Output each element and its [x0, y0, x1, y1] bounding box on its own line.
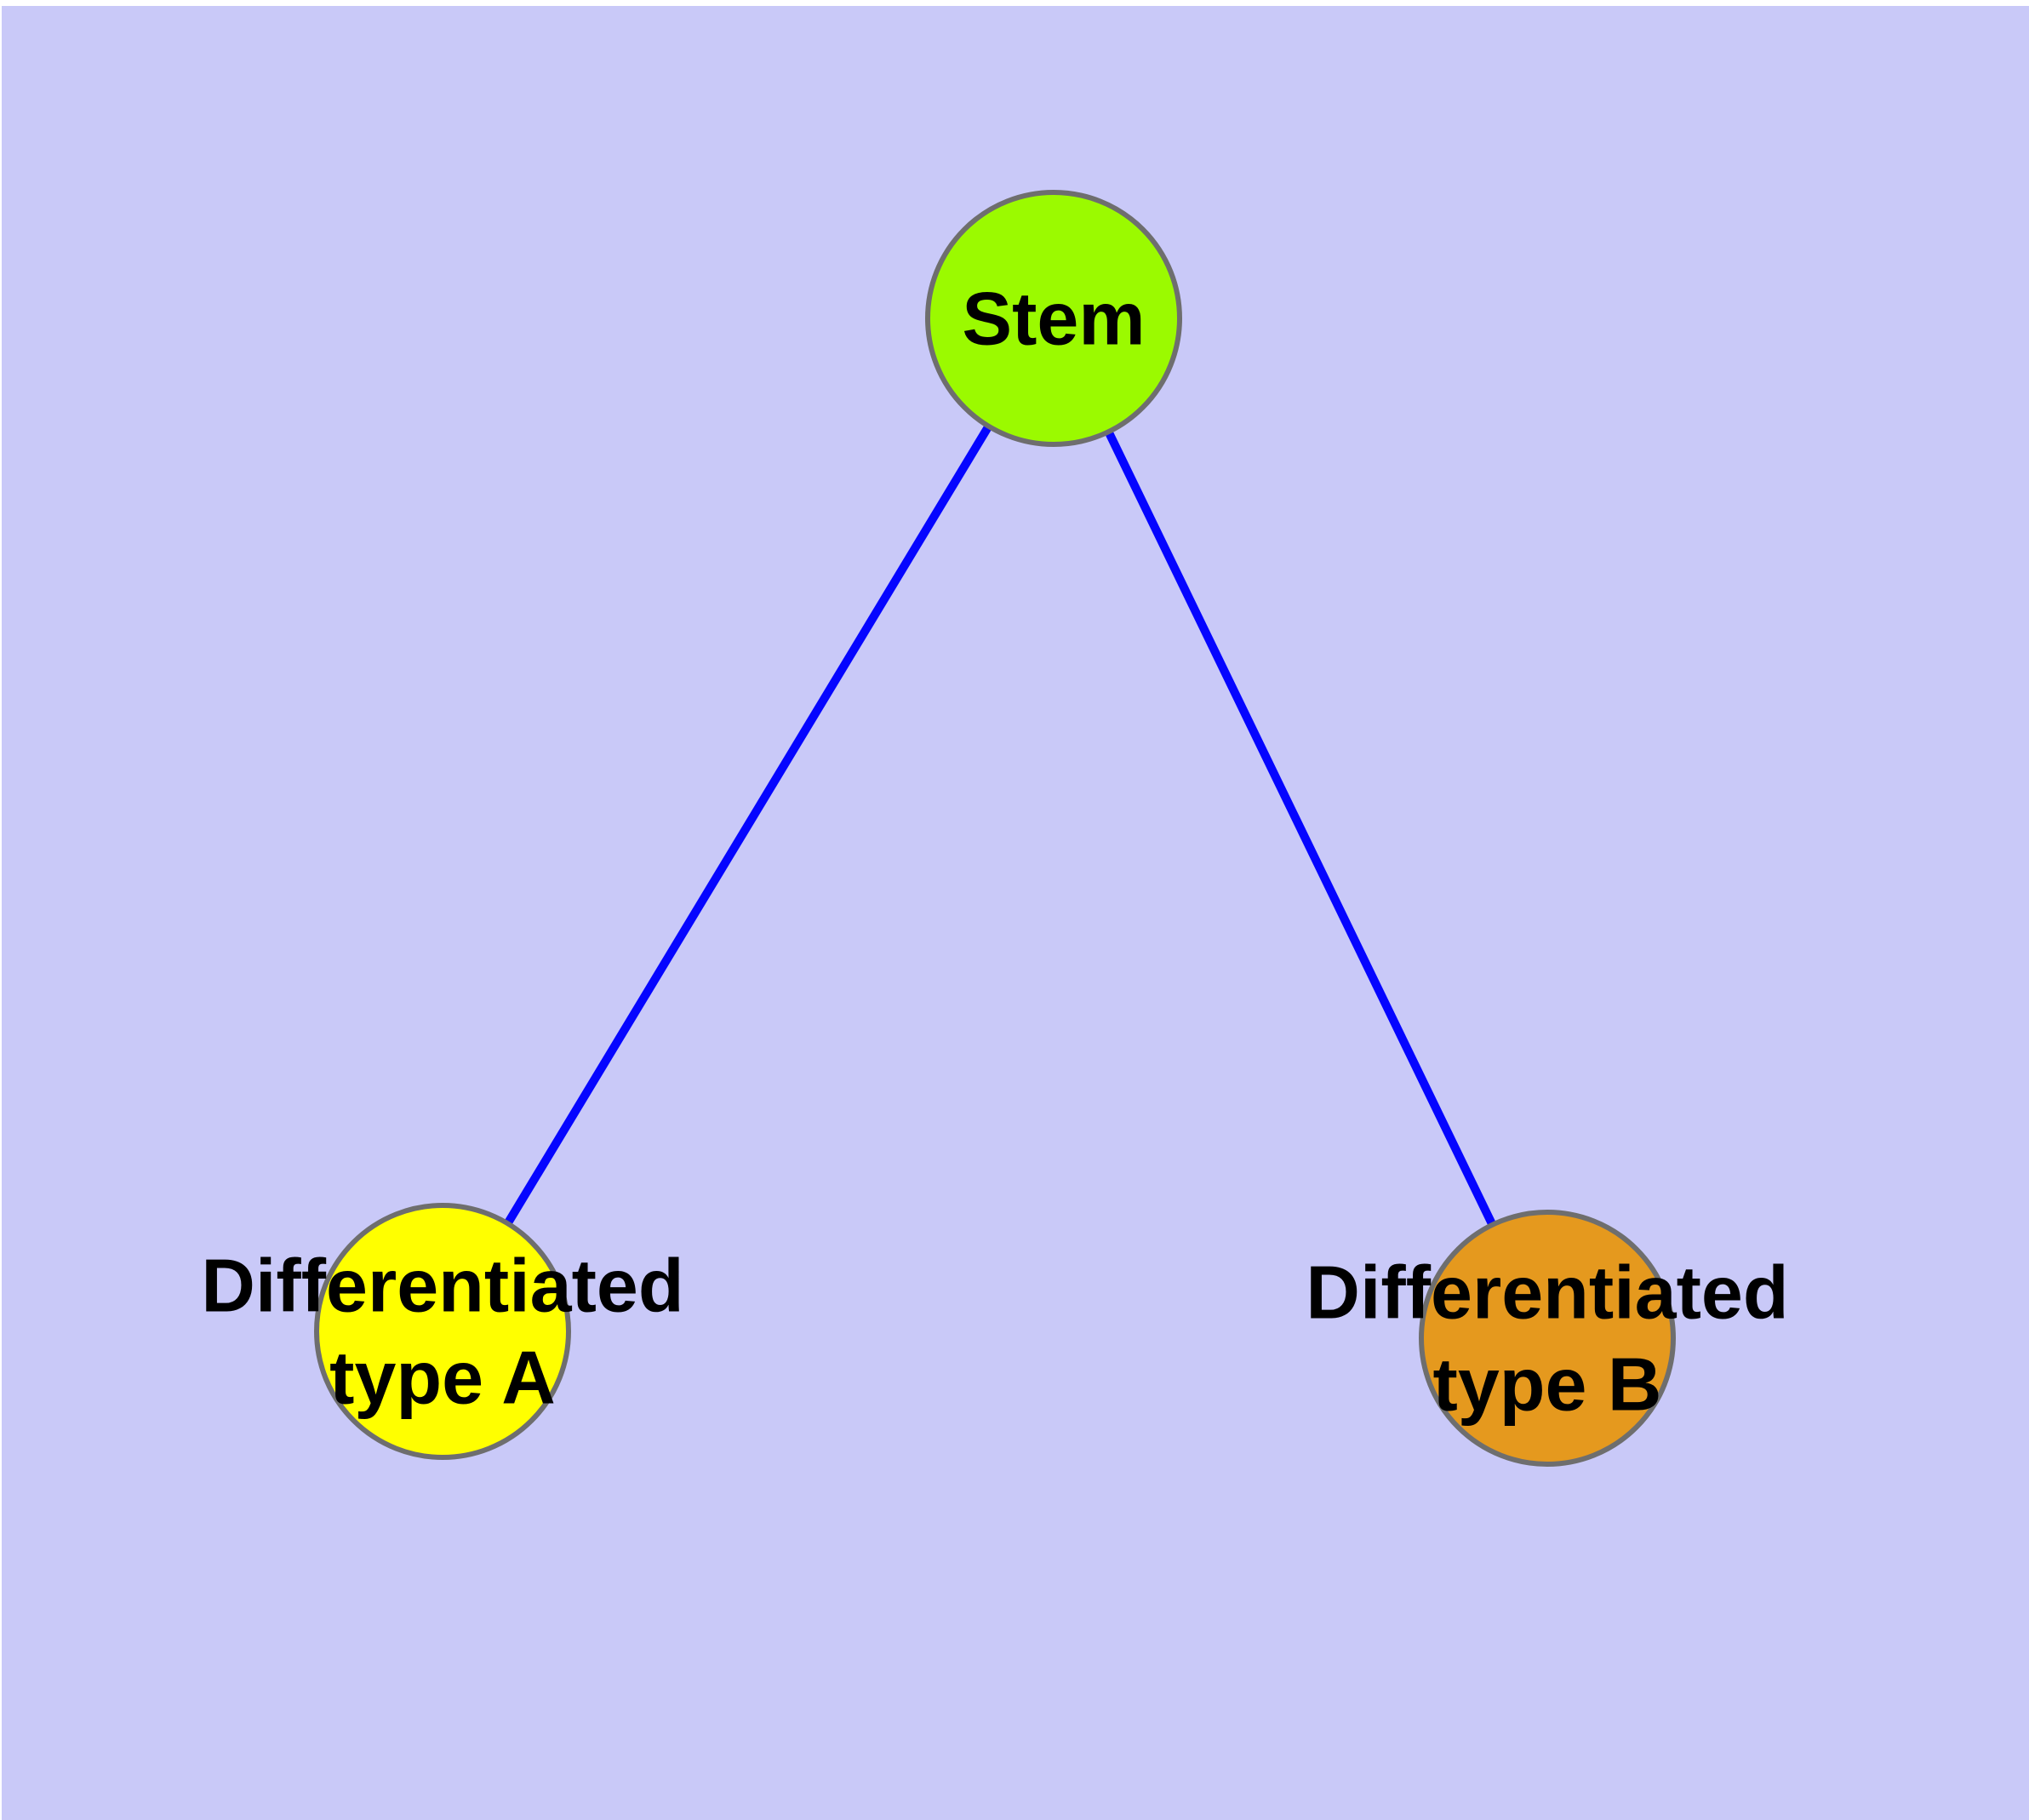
edge-stem-to-type-a: [438, 316, 1058, 1334]
type-b-label-line2: type B: [1433, 1342, 1662, 1427]
edge-stem-to-type-b: [1049, 316, 1552, 1341]
type-a-label-line2: type A: [329, 1336, 556, 1420]
stem-node-label: Stem: [962, 277, 1145, 361]
type-a-label-line1: Differentiated: [201, 1244, 683, 1328]
differentiated-type-b-node: [1419, 1210, 1676, 1467]
differentiated-type-a-node: [314, 1203, 571, 1460]
type-b-label-line1: Differentiated: [1306, 1251, 1788, 1335]
stem-node: [925, 190, 1182, 447]
